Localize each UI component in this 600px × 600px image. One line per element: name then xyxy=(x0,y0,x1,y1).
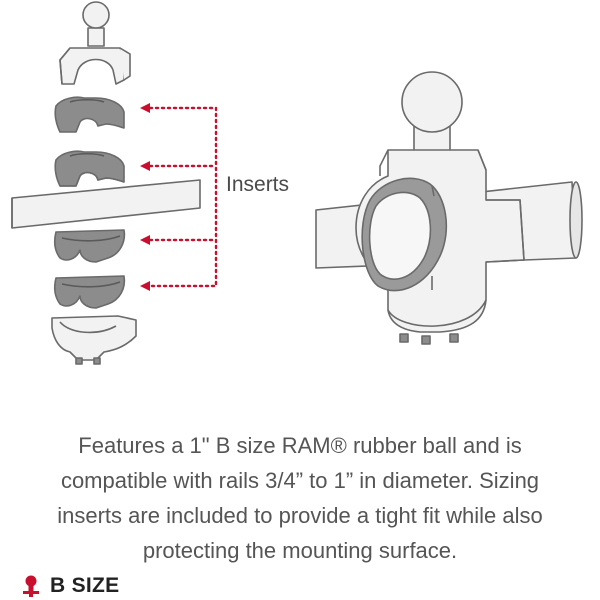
description-line-1: Features a 1" B size RAM® rubber ball an… xyxy=(78,433,521,458)
inserts-label: Inserts xyxy=(226,173,289,197)
clamp-bottom-part xyxy=(52,316,136,364)
ball-mount-icon xyxy=(22,575,40,597)
product-description: Features a 1" B size RAM® rubber ball an… xyxy=(20,428,580,568)
description-line-2: compatible with rails 3/4” to 1” in diam… xyxy=(61,468,539,493)
description-line-4: protecting the mounting surface. xyxy=(143,538,457,563)
insert-3 xyxy=(55,230,125,262)
assembled-rail-mount xyxy=(316,72,582,344)
insert-1 xyxy=(55,97,124,132)
rail-mount-illustration xyxy=(0,0,600,410)
rail-bar-left xyxy=(12,180,200,228)
size-label: B SIZE xyxy=(50,574,119,598)
ball-clamp-top-part xyxy=(60,2,130,84)
insert-2 xyxy=(55,151,124,186)
description-line-3: inserts are included to provide a tight … xyxy=(57,503,542,528)
size-badge: B SIZE xyxy=(22,574,119,598)
insert-4 xyxy=(55,276,125,308)
